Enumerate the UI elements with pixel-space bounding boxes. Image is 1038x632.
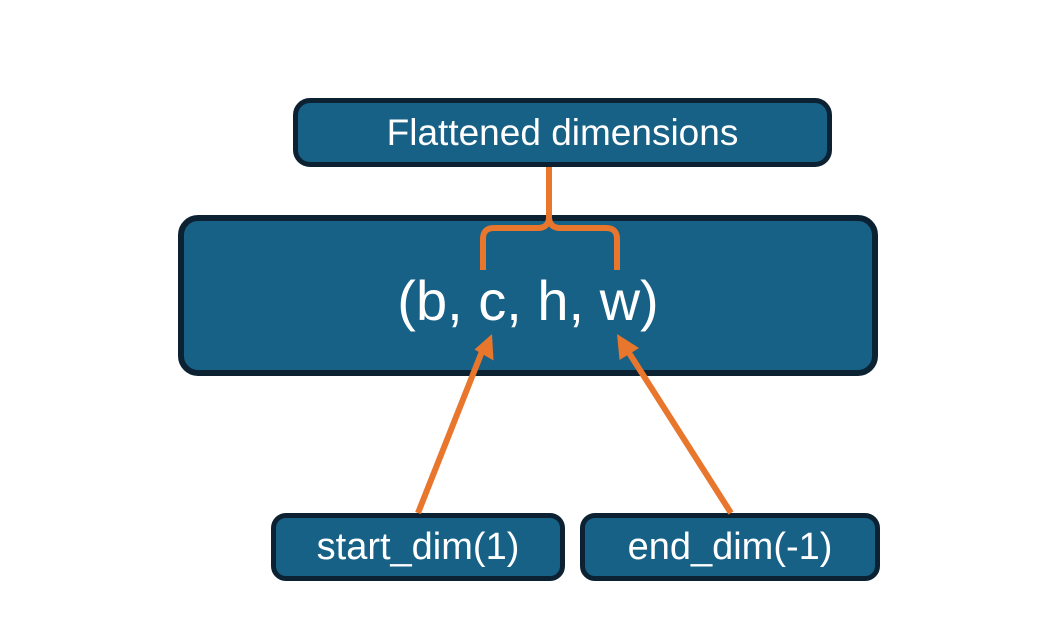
node-tensor-shape-tuple-label: (b, c, h, w)	[397, 268, 659, 332]
node-start-dim-label: start_dim(1)	[316, 526, 520, 568]
node-end-dim[interactable]: end_dim(-1)	[580, 513, 880, 581]
node-flattened-dimensions[interactable]: Flattened dimensions	[293, 98, 832, 167]
node-flattened-dimensions-label: Flattened dimensions	[386, 112, 739, 153]
node-tensor-shape-tuple[interactable]: (b, c, h, w)	[178, 215, 878, 376]
node-end-dim-label: end_dim(-1)	[627, 526, 833, 568]
node-start-dim[interactable]: start_dim(1)	[271, 513, 565, 581]
